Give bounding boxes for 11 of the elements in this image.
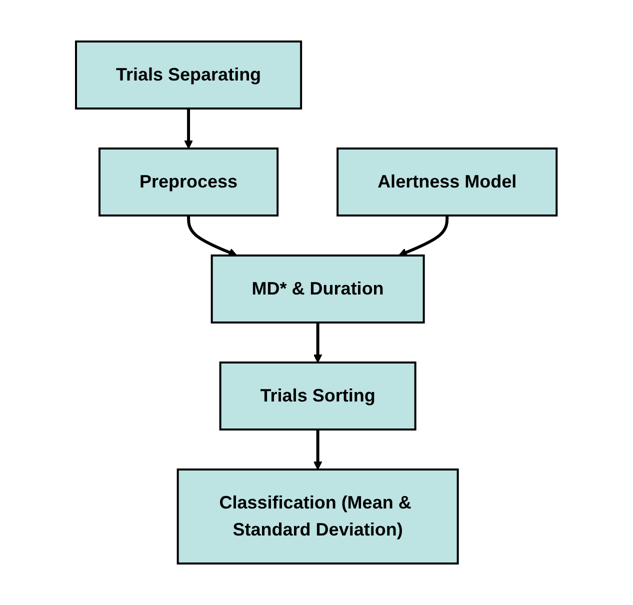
node-box: Preprocess bbox=[98, 148, 279, 216]
node-box: Trials Separating bbox=[75, 40, 302, 110]
node-box: Alertness Model bbox=[336, 148, 558, 216]
arrow bbox=[314, 430, 322, 470]
node-box: Trials Sorting bbox=[219, 362, 416, 430]
arrow bbox=[187, 216, 238, 257]
arrow bbox=[398, 216, 449, 257]
arrow bbox=[184, 108, 194, 149]
node-box: Classification (Mean & Standard Deviation) bbox=[177, 468, 459, 564]
arrow bbox=[314, 322, 322, 363]
node-box: MD* & Duration bbox=[211, 254, 425, 324]
